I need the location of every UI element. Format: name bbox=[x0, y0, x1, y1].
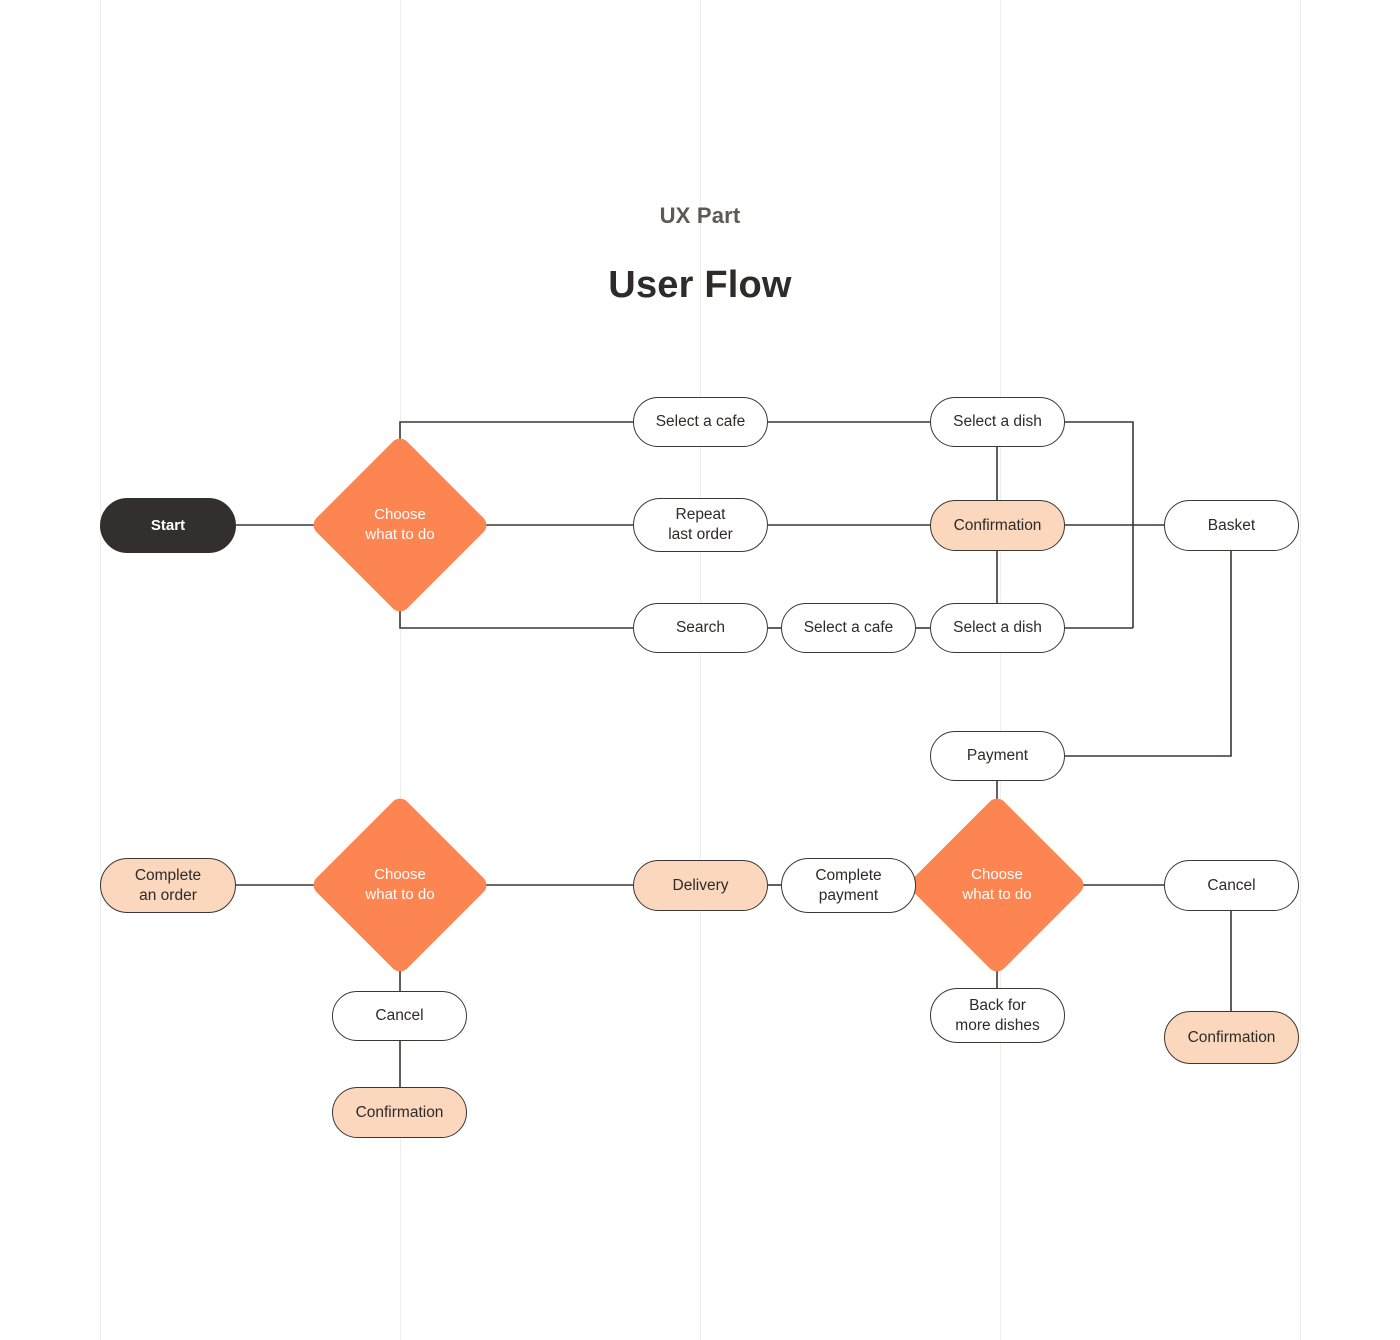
node-select-a-dish-1[interactable]: Select a dish bbox=[930, 397, 1065, 447]
node-label: Choose what to do bbox=[962, 866, 1032, 903]
node-choose-what-to-do-1[interactable]: Choose what to do bbox=[309, 434, 491, 616]
node-repeat-last-order[interactable]: Repeat last order bbox=[633, 498, 768, 552]
node-label: Choose what to do bbox=[365, 866, 435, 903]
node-payment[interactable]: Payment bbox=[930, 731, 1065, 781]
node-select-a-cafe-2[interactable]: Select a cafe bbox=[781, 603, 916, 653]
node-confirmation-1[interactable]: Confirmation bbox=[930, 500, 1065, 551]
node-delivery[interactable]: Delivery bbox=[633, 860, 768, 911]
layout-guide bbox=[400, 0, 401, 1340]
node-complete-payment[interactable]: Complete payment bbox=[781, 858, 916, 913]
layout-guide bbox=[1000, 0, 1001, 1340]
edge-choose1-to-select-cafe1 bbox=[399, 421, 633, 462]
node-cancel-right[interactable]: Cancel bbox=[1164, 860, 1299, 911]
layout-guide bbox=[700, 0, 701, 1340]
node-complete-an-order[interactable]: Complete an order bbox=[100, 858, 236, 913]
node-choose-what-to-do-3[interactable]: Choose what to do bbox=[309, 794, 491, 976]
layout-guide bbox=[100, 0, 101, 1340]
node-choose-what-to-do-2[interactable]: Choose what to do bbox=[906, 794, 1088, 976]
layout-guide bbox=[1300, 0, 1301, 1340]
node-confirmation-left[interactable]: Confirmation bbox=[332, 1087, 467, 1138]
node-select-a-cafe-1[interactable]: Select a cafe bbox=[633, 397, 768, 447]
edge-basket-to-payment bbox=[1065, 551, 1232, 757]
node-basket[interactable]: Basket bbox=[1164, 500, 1299, 551]
node-cancel-left[interactable]: Cancel bbox=[332, 991, 467, 1041]
node-confirmation-right[interactable]: Confirmation bbox=[1164, 1011, 1299, 1064]
node-select-a-dish-2[interactable]: Select a dish bbox=[930, 603, 1065, 653]
page-title: User Flow bbox=[608, 264, 792, 306]
node-search[interactable]: Search bbox=[633, 603, 768, 653]
node-label: Choose what to do bbox=[365, 506, 435, 543]
edge-dish1-to-basket-bus bbox=[1065, 421, 1134, 628]
page-eyebrow: UX Part bbox=[659, 203, 741, 228]
node-back-for-more-dishes[interactable]: Back for more dishes bbox=[930, 988, 1065, 1043]
edge-choose1-to-search bbox=[399, 590, 633, 629]
node-start[interactable]: Start bbox=[100, 498, 236, 553]
